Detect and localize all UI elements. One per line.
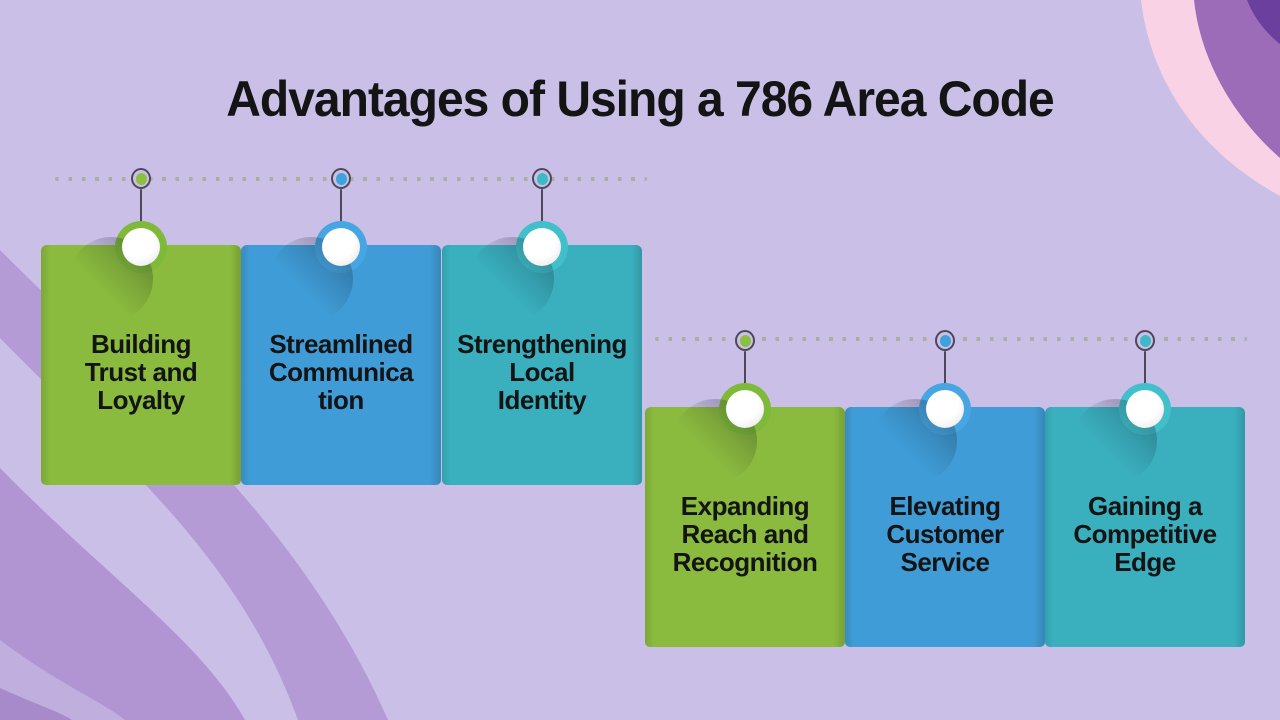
card-background (645, 407, 845, 647)
pin-ball-icon (523, 228, 561, 266)
advantage-card: Elevating Customer Service (845, 330, 1045, 647)
wave-band-3 (0, 468, 245, 720)
marker-dot-icon (739, 334, 751, 347)
card-label: Gaining a Competitive Edge (1045, 414, 1245, 654)
marker-dot-icon (135, 172, 147, 185)
connector-line (339, 189, 343, 222)
card-background (845, 407, 1045, 647)
timeline-marker-icon (735, 330, 755, 351)
connector-line (139, 189, 143, 222)
card-label-line: Trust and (84, 356, 198, 387)
advantage-card: Strengthening Local Identity (442, 168, 642, 485)
card-label-line: Expanding (680, 490, 810, 521)
card-background (1045, 407, 1245, 647)
timeline-marker-icon (331, 168, 351, 189)
card-label-line: Edge (1114, 547, 1176, 578)
card-label-line: Local (509, 356, 575, 387)
card-label: Elevating Customer Service (845, 414, 1045, 654)
card-background (241, 245, 441, 485)
wave-band-4 (0, 640, 125, 720)
card-label-line: Competitive (1073, 518, 1217, 549)
marker-dot-icon (1139, 334, 1151, 347)
card-background (41, 245, 241, 485)
card-label-line: tion (318, 385, 364, 416)
marker-dot-icon (939, 334, 951, 347)
pin-ball-icon (122, 228, 160, 266)
timeline-marker-icon (1135, 330, 1155, 351)
card-label-line: Reach and (681, 518, 810, 549)
card-background (442, 245, 642, 485)
card-label-line: Building (91, 328, 191, 359)
corner-swirl-purple (1194, 0, 1280, 158)
connector-line (540, 189, 544, 222)
card-label: Building Trust and Loyalty (41, 252, 241, 492)
timeline-marker-icon (532, 168, 552, 189)
pin-ball-icon (322, 228, 360, 266)
card-label-line: Streamlined (269, 328, 413, 359)
connector-line (743, 351, 747, 384)
marker-dot-icon (536, 172, 548, 185)
marker-dot-icon (335, 172, 347, 185)
pin-ball-icon (726, 390, 764, 428)
timeline-marker-icon (131, 168, 151, 189)
advantage-card: Gaining a Competitive Edge (1045, 330, 1245, 647)
card-label-line: Strengthening (457, 328, 627, 359)
advantage-card: Building Trust and Loyalty (41, 168, 241, 485)
card-label-line: Customer (886, 518, 1004, 549)
card-label: Expanding Reach and Recognition (645, 414, 845, 654)
card-label: Strengthening Local Identity (442, 252, 642, 492)
card-label-line: Recognition (672, 547, 818, 578)
timeline-dotted-line-group-1 (55, 177, 647, 181)
page-title: Advantages of Using a 786 Area Code (226, 71, 1054, 128)
card-label-line: Gaining a (1088, 490, 1202, 521)
wave-band-5 (0, 688, 72, 720)
pin-ball-icon (926, 390, 964, 428)
pin-ball-icon (1126, 390, 1164, 428)
card-label-line: Service (900, 547, 990, 578)
timeline-marker-icon (935, 330, 955, 351)
card-label-line: Identity (497, 385, 587, 416)
connector-line (943, 351, 947, 384)
connector-line (1143, 351, 1147, 384)
card-label-line: Elevating (889, 490, 1001, 521)
advantage-card: Streamlined Communica tion (241, 168, 441, 485)
advantage-card: Expanding Reach and Recognition (645, 330, 845, 647)
card-label: Streamlined Communica tion (241, 252, 441, 492)
card-label-line: Communica (268, 356, 414, 387)
corner-swirl-dark (1247, 0, 1280, 44)
card-label-line: Loyalty (97, 385, 185, 416)
